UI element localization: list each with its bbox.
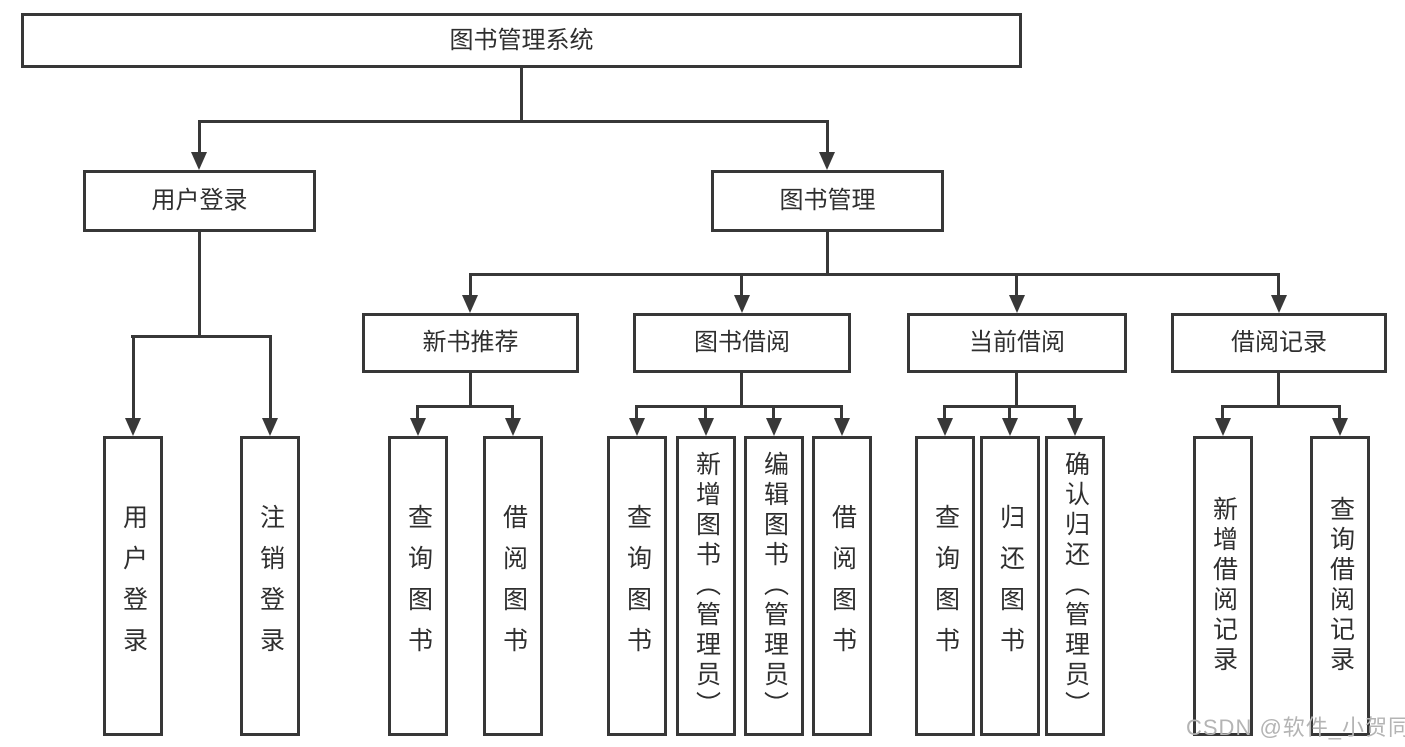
connector-new-book-bar (416, 405, 514, 408)
connector-user-login-stem (198, 232, 201, 335)
node-book-borrow-label: 图书借阅 (694, 329, 790, 356)
arrowhead-leaf-edit-book (766, 418, 782, 436)
leaf-return-book: 归还图书 (980, 436, 1040, 736)
leaf-borrow-book-1: 借阅图书 (483, 436, 543, 736)
connector-book-management-bar (469, 273, 1280, 276)
leaf-add-book-admin: 新增图书（管理员） (676, 436, 736, 736)
arrowhead-leaf-add-record (1215, 418, 1231, 436)
connector-current-borrow-stem (1015, 373, 1018, 405)
connector-to-leaf-borrow-book-2 (840, 405, 843, 418)
connector-to-leaf-query-book-3 (943, 405, 946, 418)
leaf-return-book-label: 归还图书 (996, 504, 1025, 668)
leaf-edit-book-admin-label: 编辑图书（管理员） (760, 451, 789, 721)
leaf-borrow-book-2-label: 借阅图书 (828, 504, 857, 668)
arrowhead-new-book-recommend (462, 295, 478, 313)
leaf-confirm-return-admin: 确认归还（管理员） (1045, 436, 1105, 736)
connector-book-borrow-stem (740, 373, 743, 405)
node-current-borrow-label: 当前借阅 (969, 329, 1065, 356)
connector-to-leaf-query-record (1338, 405, 1341, 418)
node-current-borrow: 当前借阅 (907, 313, 1127, 373)
watermark: CSDN @软件_小贺同学 (1186, 715, 1405, 740)
node-book-management-system-label: 图书管理系统 (449, 26, 594, 54)
connector-user-login-bar (131, 335, 272, 338)
connector-to-leaf-logout (269, 335, 272, 418)
arrowhead-leaf-add-book (698, 418, 714, 436)
connector-to-leaf-return-book (1008, 405, 1011, 418)
node-borrow-records-label: 借阅记录 (1231, 329, 1327, 356)
arrowhead-current-borrow (1009, 295, 1025, 313)
node-borrow-records: 借阅记录 (1171, 313, 1387, 373)
leaf-add-book-admin-label: 新增图书（管理员） (692, 451, 721, 721)
arrowhead-borrow-records (1271, 295, 1287, 313)
arrowhead-user-login (191, 152, 207, 170)
node-user-login-label: 用户登录 (151, 187, 248, 214)
arrowhead-leaf-borrow-book-2 (834, 418, 850, 436)
node-book-borrow: 图书借阅 (633, 313, 851, 373)
leaf-borrow-book-1-label: 借阅图书 (499, 504, 528, 668)
connector-to-leaf-edit-book (772, 405, 775, 418)
arrowhead-book-borrow (734, 295, 750, 313)
connector-to-new-book-recommend (469, 273, 472, 295)
arrowhead-leaf-logout (262, 418, 278, 436)
connector-book-management-stem (826, 232, 829, 273)
connector-borrow-records-bar (1221, 405, 1341, 408)
arrowhead-leaf-query-book-2 (629, 418, 645, 436)
leaf-query-book-2-label: 查询图书 (623, 504, 652, 668)
arrowhead-book-management (819, 152, 835, 170)
leaf-query-book-1: 查询图书 (388, 436, 448, 736)
leaf-edit-book-admin: 编辑图书（管理员） (744, 436, 804, 736)
arrowhead-leaf-confirm-return (1067, 418, 1083, 436)
leaf-query-book-1-label: 查询图书 (404, 504, 433, 668)
leaf-query-borrow-record-label: 查询借阅记录 (1326, 496, 1355, 676)
connector-to-current-borrow (1015, 273, 1018, 295)
leaf-add-borrow-record-label: 新增借阅记录 (1209, 496, 1238, 676)
connector-borrow-records-stem (1277, 373, 1280, 405)
connector-to-leaf-borrow-book-1 (511, 405, 514, 418)
arrowhead-leaf-query-book-1 (410, 418, 426, 436)
connector-to-leaf-user-login (132, 335, 135, 418)
connector-to-book-borrow (740, 273, 743, 295)
node-user-login: 用户登录 (83, 170, 316, 232)
leaf-query-book-3: 查询图书 (915, 436, 975, 736)
connector-to-leaf-confirm-return (1073, 405, 1076, 418)
arrowhead-leaf-user-login (125, 418, 141, 436)
arrowhead-leaf-query-record (1332, 418, 1348, 436)
connector-root-stem (520, 68, 523, 120)
connector-to-leaf-query-book-1 (416, 405, 419, 418)
connector-to-book-management (826, 120, 829, 152)
node-book-management: 图书管理 (711, 170, 944, 232)
node-new-book-recommend: 新书推荐 (362, 313, 579, 373)
connector-new-book-stem (469, 373, 472, 405)
arrowhead-leaf-query-book-3 (937, 418, 953, 436)
leaf-query-borrow-record: 查询借阅记录 (1310, 436, 1370, 736)
leaf-user-login-label: 用户登录 (119, 504, 148, 668)
leaf-logout: 注销登录 (240, 436, 300, 736)
connector-to-leaf-add-book (704, 405, 707, 418)
leaf-add-borrow-record: 新增借阅记录 (1193, 436, 1253, 736)
connector-root-bar (198, 120, 829, 123)
leaf-borrow-book-2: 借阅图书 (812, 436, 872, 736)
connector-to-leaf-add-record (1221, 405, 1224, 418)
node-book-management-system: 图书管理系统 (21, 13, 1022, 68)
leaf-confirm-return-admin-label: 确认归还（管理员） (1061, 451, 1090, 721)
connector-to-borrow-records (1277, 273, 1280, 295)
connector-to-user-login (198, 120, 201, 152)
node-new-book-recommend-label: 新书推荐 (422, 329, 519, 356)
arrowhead-leaf-return-book (1002, 418, 1018, 436)
leaf-user-login: 用户登录 (103, 436, 163, 736)
leaf-query-book-2: 查询图书 (607, 436, 667, 736)
leaf-query-book-3-label: 查询图书 (931, 504, 960, 668)
leaf-logout-label: 注销登录 (256, 504, 285, 668)
connector-to-leaf-query-book-2 (635, 405, 638, 418)
arrowhead-leaf-borrow-book-1 (505, 418, 521, 436)
connector-book-borrow-bar (635, 405, 843, 408)
node-book-management-label: 图书管理 (779, 187, 876, 214)
